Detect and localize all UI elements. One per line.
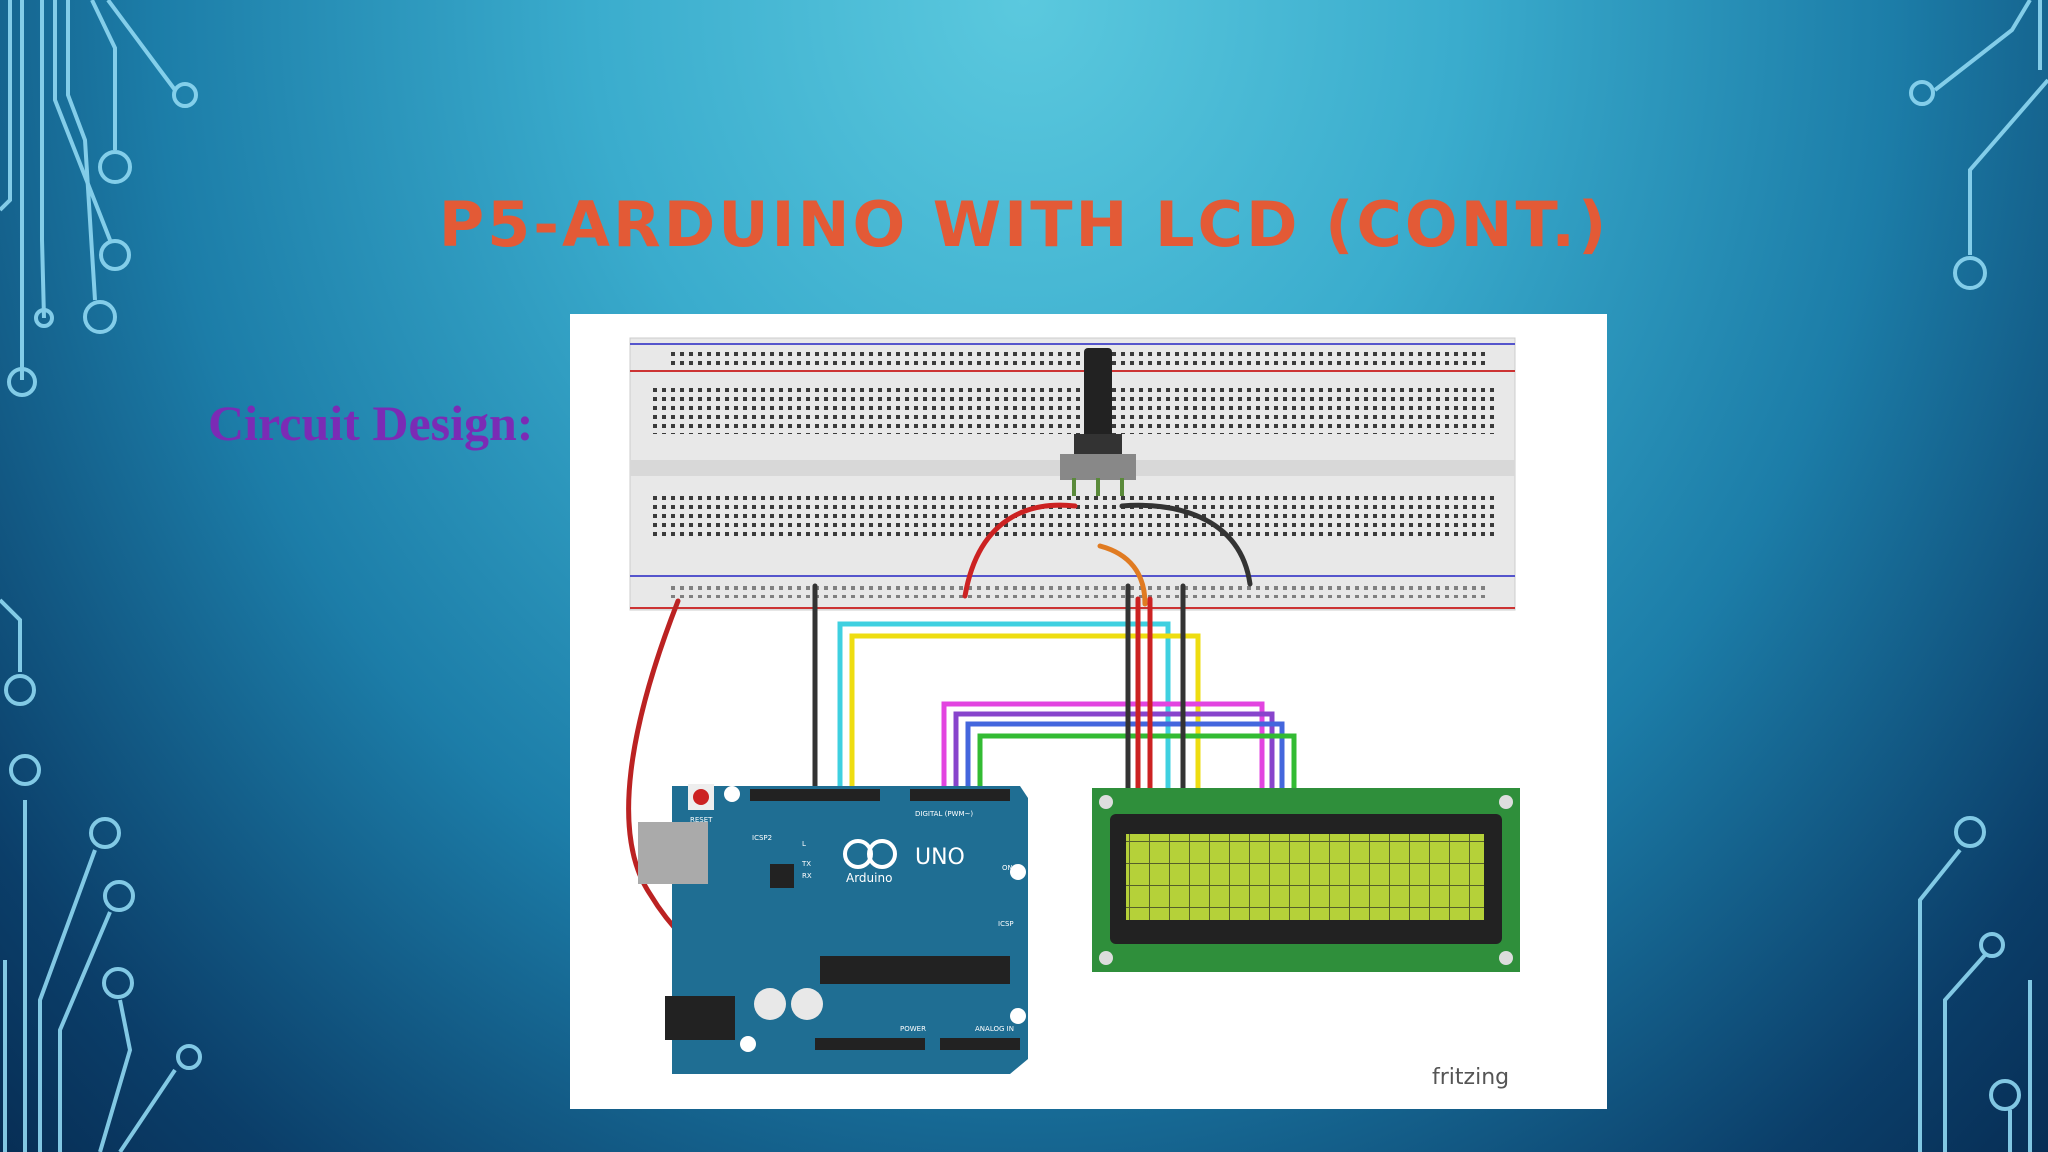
icsp-label: ICSP xyxy=(998,920,1014,928)
digital-pwm-label: DIGITAL (PWM~) xyxy=(915,810,973,818)
l-led-label: L xyxy=(802,840,806,848)
circuit-diagram: UNO Arduino RESET ICSP2 DIGITAL (PWM~) P… xyxy=(570,314,1607,1109)
rx-label: RX xyxy=(802,872,812,880)
potentiometer xyxy=(1060,348,1136,496)
icsp2-label: ICSP2 xyxy=(752,834,772,842)
lcd-16x2-module xyxy=(1092,788,1520,972)
circuit-design-label: Circuit Design: xyxy=(208,395,534,451)
fritzing-watermark: fritzing xyxy=(1432,1065,1509,1090)
slide-title: P5-ARDUINO WITH LCD (CONT.) xyxy=(438,188,1610,261)
tx-label: TX xyxy=(801,860,811,868)
arduino-uno-board: UNO Arduino RESET ICSP2 DIGITAL (PWM~) P… xyxy=(638,784,1028,1074)
power-label: POWER xyxy=(900,1025,926,1033)
reset-label: RESET xyxy=(690,816,713,824)
on-led-label: ON xyxy=(1002,864,1013,872)
analog-in-label: ANALOG IN xyxy=(975,1025,1014,1033)
fritzing-breadboard-image: UNO Arduino RESET ICSP2 DIGITAL (PWM~) P… xyxy=(626,337,1520,1090)
arduino-logo-text: Arduino xyxy=(846,871,892,885)
uno-logo-text: UNO xyxy=(915,845,965,870)
wires xyxy=(626,502,1297,1047)
